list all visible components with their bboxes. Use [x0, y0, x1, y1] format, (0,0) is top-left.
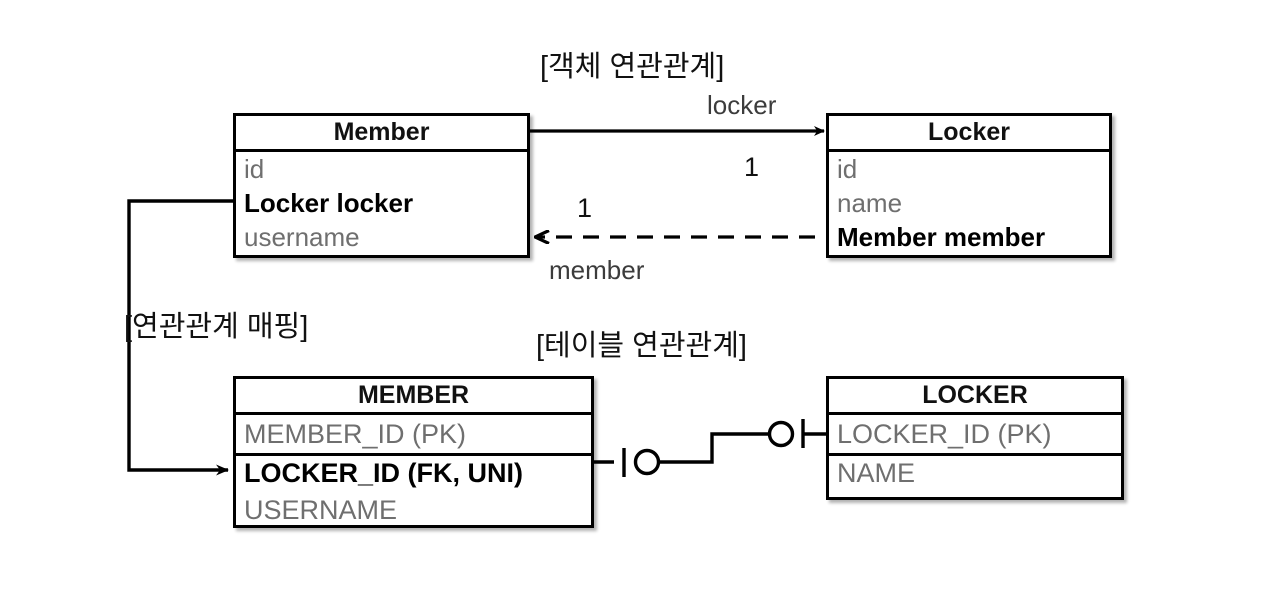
table-locker-column-locker-id: LOCKER_ID (PK) — [837, 418, 1052, 449]
entity-member-attr-username: username — [244, 221, 360, 252]
entity-locker-attr-id: id — [837, 153, 858, 184]
entity-locker-attr-member: Member member — [837, 221, 1046, 252]
entity-locker-attr-name: name — [837, 187, 903, 218]
table-member[interactable]: MEMBER MEMBER_ID (PK) LOCKER_ID (FK, UNI… — [233, 376, 594, 528]
table-member-column-locker-id: LOCKER_ID (FK, UNI) — [236, 453, 591, 491]
table-locker-title: LOCKER — [829, 379, 1121, 415]
table-member-column-member-id: MEMBER_ID (PK) — [244, 418, 467, 449]
entity-member-attr-locker: Locker locker — [244, 187, 414, 218]
table-locker-column-name: NAME — [829, 453, 1121, 491]
entity-locker-title: Locker — [829, 116, 1109, 152]
edge-association-mapping — [127, 199, 233, 476]
entity-locker[interactable]: Locker id name Member member — [826, 113, 1112, 258]
title-association-mapping: [연관관계 매핑] — [124, 311, 309, 343]
table-locker[interactable]: LOCKER LOCKER_ID (PK) NAME — [826, 376, 1124, 500]
table-member-column-username: USERNAME — [244, 494, 398, 525]
edge-multiplicity-locker: 1 — [744, 152, 760, 182]
edge-label-locker: locker — [707, 90, 777, 120]
entity-member-attr-id: id — [244, 153, 265, 184]
entity-member[interactable]: Member id Locker locker username — [233, 113, 530, 258]
edge-label-member: member — [549, 255, 645, 285]
entity-member-title: Member — [236, 116, 527, 152]
table-member-title: MEMBER — [236, 379, 591, 415]
edge-multiplicity-member: 1 — [577, 193, 593, 223]
edge-member-locker-table — [594, 419, 826, 477]
title-object-association: [객체 연관관계] — [540, 51, 725, 83]
title-table-association: [테이블 연관관계] — [536, 330, 747, 362]
